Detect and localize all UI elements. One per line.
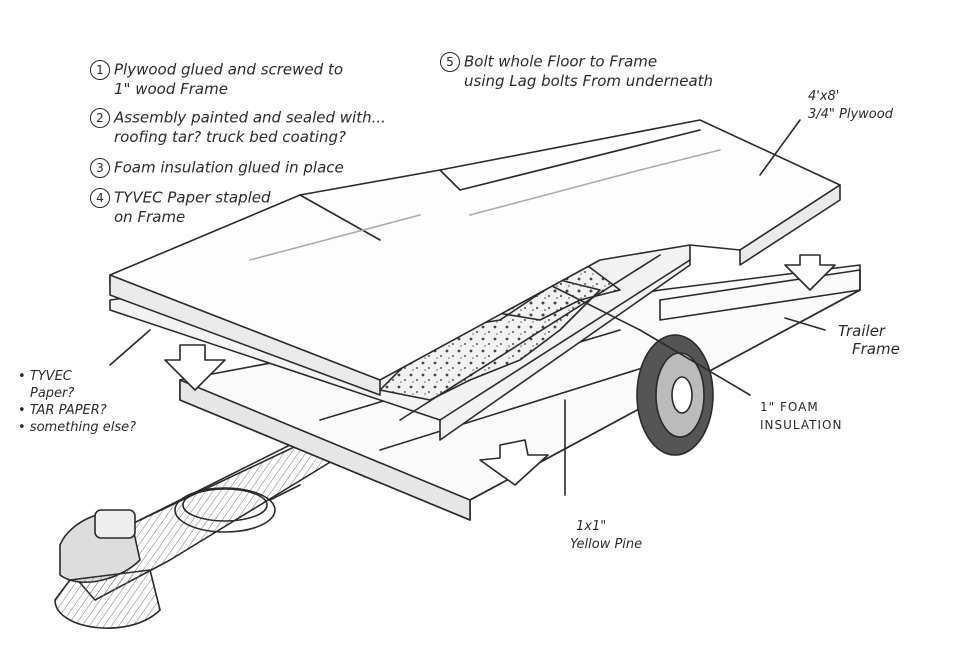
leader-paper [109, 329, 151, 366]
safety-chain [174, 484, 301, 533]
leader-plywood [759, 119, 801, 176]
down-arrow-right [784, 254, 836, 291]
step-3-number: 3 [90, 158, 110, 178]
trailer-tongue [54, 429, 351, 629]
paper-options-label: • TYVEC Paper? • TAR PAPER? • something … [18, 369, 137, 435]
step-4-number: 4 [90, 188, 110, 208]
plywood-label: 4'x8' 3/4" Plywood [808, 89, 893, 122]
down-arrow-middle [479, 439, 549, 486]
leader-trailer-frame [784, 317, 826, 331]
trailer-frame-label: Trailer Frame [838, 322, 900, 358]
step-1-number: 1 [90, 60, 110, 80]
pine-label: 1x1" Yellow Pine [570, 519, 643, 552]
trailer-wheel [636, 334, 714, 456]
step-2-number: 2 [90, 108, 110, 128]
step-5-number: 5 [440, 52, 460, 72]
foam-label: 1" FOAM INSULATION [760, 400, 843, 432]
down-arrow-left [164, 344, 226, 391]
plywood-floor [109, 119, 841, 396]
leader-foam [639, 329, 751, 396]
